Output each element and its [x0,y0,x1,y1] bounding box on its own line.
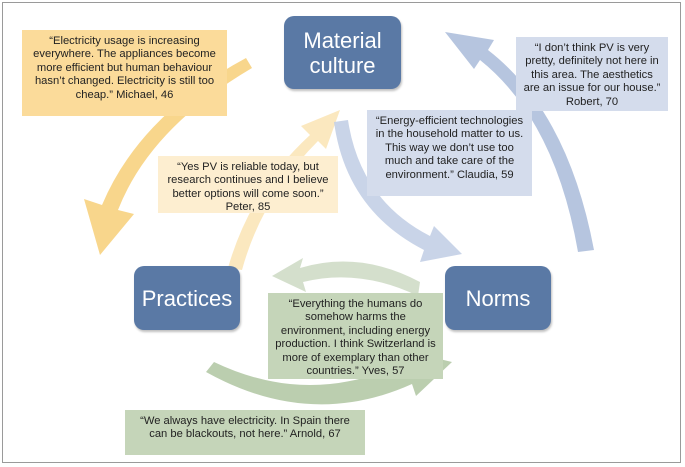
quote-claudia: “Energy-efficient technologies in the ho… [367,110,532,196]
node-label: Material culture [303,27,382,78]
quote-text: “Yes PV is reliable today, but research … [167,161,329,214]
quote-text: “I don’t think PV is very pretty, defini… [523,42,661,108]
arrow-material-to-practices-outer [84,58,252,255]
arrow-norms-to-material-outer [445,32,594,252]
node-norms: Norms [445,266,551,330]
quote-text: “Energy-efficient technologies in the ho… [375,115,524,181]
quote-robert: “I don’t think PV is very pretty, defini… [516,37,668,111]
quote-text: “Electricity usage is increasing everywh… [33,35,216,101]
quote-text: “We always have electricity. In Spain th… [140,415,350,441]
arrow-practices-to-norms-outer [206,350,452,405]
quote-yves: “Everything the humans do somehow harms … [268,293,443,379]
arrow-material-to-norms-inner [334,120,462,262]
quote-michael: “Electricity usage is increasing everywh… [22,30,227,116]
quote-arnold: “We always have electricity. In Spain th… [125,410,365,455]
node-material-culture: Material culture [284,16,401,89]
node-label: Practices [141,285,233,311]
quote-peter: “Yes PV is reliable today, but research … [158,156,338,213]
node-practices: Practices [134,266,240,330]
arrow-practices-to-material-inner [228,110,340,270]
arrow-norms-to-practices-inner [272,258,420,296]
quote-text: “Everything the humans do somehow harms … [275,298,436,378]
node-label: Norms [465,285,531,311]
